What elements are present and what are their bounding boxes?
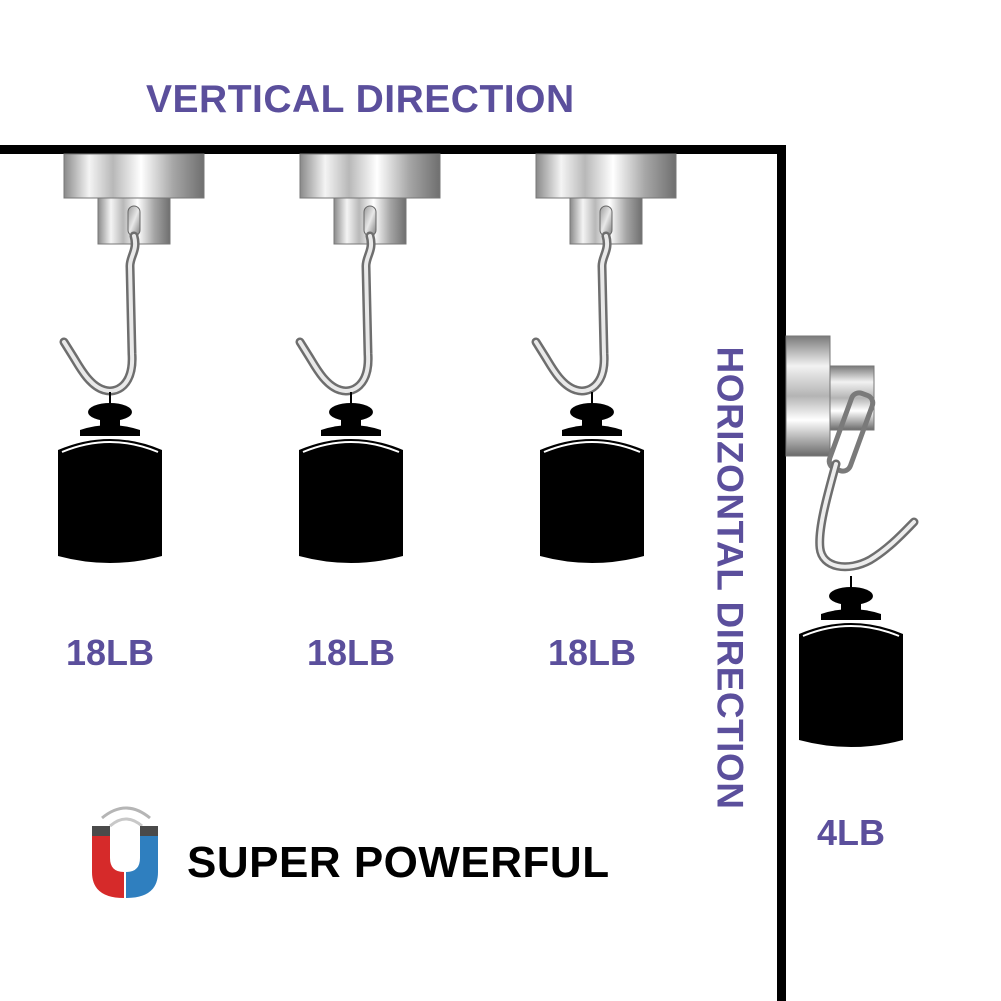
hook-icon [64, 154, 204, 391]
ceiling-frame [0, 145, 786, 1001]
weight-icon [298, 391, 404, 564]
horizontal-direction-heading: HORIZONTAL DIRECTION [709, 346, 751, 810]
weight-label: 18LB [65, 632, 155, 673]
tagline: SUPER POWERFUL [187, 838, 610, 887]
vertical-direction-heading: VERTICAL DIRECTION [146, 78, 575, 121]
weight-label: 18LB [547, 632, 637, 673]
hook-icon [300, 154, 440, 391]
hook-icon [785, 335, 919, 572]
weight-icon [539, 391, 645, 564]
hook-icon [536, 154, 676, 391]
weight-label: 18LB [306, 632, 396, 673]
weight-label: 4LB [816, 812, 886, 853]
weight-icon [798, 575, 904, 748]
magnet-icon [92, 806, 158, 898]
weight-icon [57, 391, 163, 564]
